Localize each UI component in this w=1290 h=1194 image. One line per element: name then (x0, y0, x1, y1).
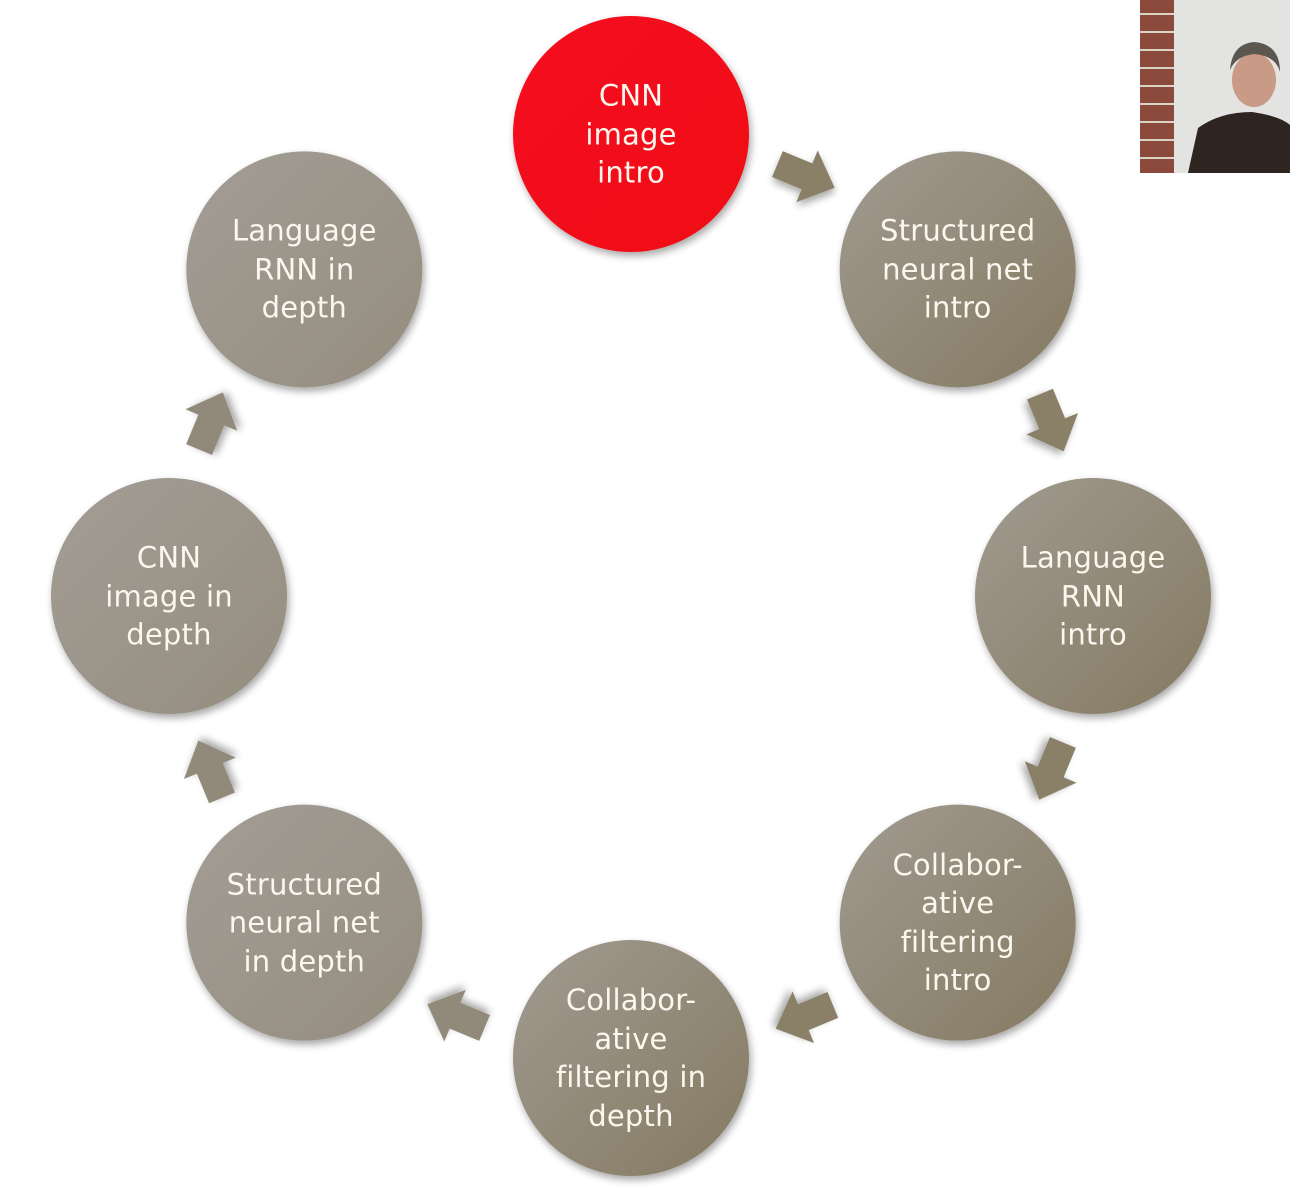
node-circle-cnn-image-in-depth (51, 478, 287, 714)
presenter-video-frame (1140, 0, 1290, 173)
nodes-layer (51, 16, 1211, 1176)
flow-arrow-icon (427, 989, 490, 1042)
flow-arrow-icon (772, 150, 835, 203)
node-circle-cnn-image-intro (513, 16, 749, 252)
node-circle-language-rnn-intro (975, 478, 1211, 714)
presenter-hair (1230, 42, 1280, 72)
arrows-layer (183, 150, 1079, 1044)
flow-arrow-icon (775, 991, 839, 1044)
node-circle-language-rnn-in-depth (186, 151, 423, 388)
flow-arrow-icon (183, 740, 236, 804)
presenter-face (1232, 53, 1276, 107)
node-circle-collaborative-filtering-intro (839, 804, 1076, 1041)
node-circle-collaborative-filtering-in-depth (513, 940, 749, 1176)
flow-arrow-icon (1024, 737, 1077, 800)
node-circle-structured-neural-net-intro (839, 151, 1076, 388)
presenter-shirt (1188, 112, 1290, 173)
presenter-webcam-video (1140, 0, 1290, 173)
node-circle-structured-neural-net-in-depth (186, 804, 423, 1041)
flow-arrow-icon (185, 392, 238, 455)
flow-arrow-icon (1026, 388, 1079, 452)
